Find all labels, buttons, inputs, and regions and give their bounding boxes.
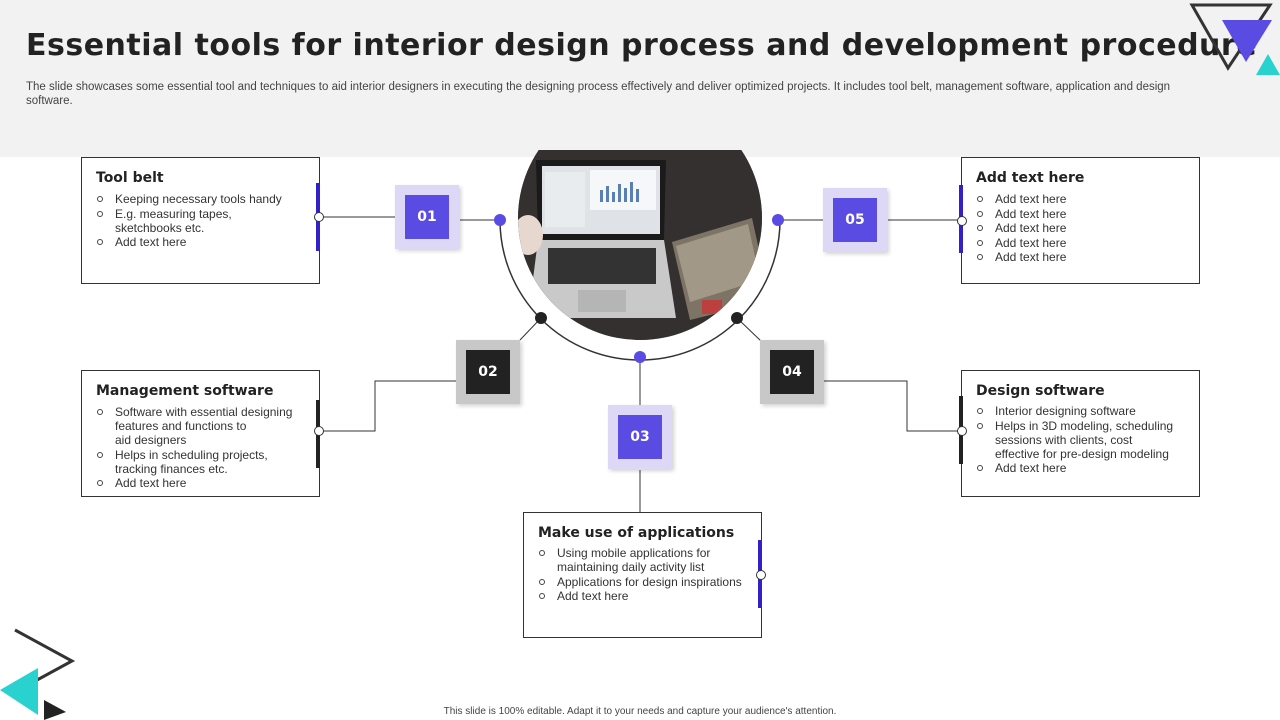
- connector-dot-05: [957, 216, 967, 226]
- list-item: Applications for design inspirations: [538, 575, 742, 589]
- footer-note: This slide is 100% editable. Adapt it to…: [443, 706, 837, 717]
- arc-dot-03: [634, 351, 646, 363]
- list-item: Add text here: [538, 589, 742, 603]
- card-management-software: Management software Software with essent…: [81, 370, 320, 497]
- laptop-photo: [518, 150, 762, 340]
- list-item: Add text here: [976, 250, 1066, 264]
- connector-02-card: [319, 380, 458, 432]
- connector-04-card: [824, 380, 962, 432]
- list-item: Add text here: [976, 221, 1066, 235]
- card-list: Keeping necessary tools handy E.g. measu…: [96, 192, 282, 250]
- badge-01-number: 01: [405, 195, 449, 239]
- badge-03: 03: [608, 405, 672, 469]
- list-item: Using mobile applications for maintainin…: [538, 546, 742, 574]
- list-item: Add text here: [96, 235, 282, 249]
- list-item: Add text here: [976, 207, 1066, 221]
- card-design-software: Design software Interior designing softw…: [961, 370, 1200, 497]
- card-applications: Make use of applications Using mobile ap…: [523, 512, 762, 638]
- connector-dot-01: [314, 212, 324, 222]
- page-title: Essential tools for interior design proc…: [26, 28, 1258, 63]
- list-item: Add text here: [96, 476, 292, 490]
- badge-03-number: 03: [618, 415, 662, 459]
- card-title: Management software: [96, 383, 274, 399]
- card-add-text: Add text here Add text here Add text her…: [961, 157, 1200, 284]
- badge-05-number: 05: [833, 198, 877, 242]
- arc-dot-01: [494, 214, 506, 226]
- list-item: Helps in scheduling projects, tracking f…: [96, 448, 292, 476]
- list-item: E.g. measuring tapes, sketchbooks etc.: [96, 207, 282, 235]
- card-list: Software with essential designing featur…: [96, 405, 292, 491]
- badge-05: 05: [823, 188, 887, 252]
- card-list: Interior designing software Helps in 3D …: [976, 404, 1173, 476]
- connector-dot-04: [957, 426, 967, 436]
- list-item: Add text here: [976, 461, 1173, 475]
- list-item: Helps in 3D modeling, scheduling session…: [976, 419, 1173, 461]
- card-tool-belt: Tool belt Keeping necessary tools handy …: [81, 157, 320, 284]
- card-title: Tool belt: [96, 170, 164, 186]
- list-item: Software with essential designing featur…: [96, 405, 292, 447]
- badge-02-number: 02: [466, 350, 510, 394]
- header-band: Essential tools for interior design proc…: [0, 0, 1280, 157]
- page-subtitle: The slide showcases some essential tool …: [26, 81, 1171, 107]
- card-title: Design software: [976, 383, 1105, 399]
- card-list: Using mobile applications for maintainin…: [538, 546, 742, 604]
- badge-02: 02: [456, 340, 520, 404]
- list-item: Add text here: [976, 236, 1066, 250]
- arc-dot-05: [772, 214, 784, 226]
- connector-dot-02: [314, 426, 324, 436]
- arc-dot-04: [731, 312, 743, 324]
- card-title: Make use of applications: [538, 525, 735, 541]
- connector-dot-03: [756, 570, 766, 580]
- badge-04-number: 04: [770, 350, 814, 394]
- card-list: Add text here Add text here Add text her…: [976, 192, 1066, 265]
- card-title: Add text here: [976, 170, 1085, 186]
- list-item: Keeping necessary tools handy: [96, 192, 282, 206]
- badge-01: 01: [395, 185, 459, 249]
- badge-04: 04: [760, 340, 824, 404]
- list-item: Add text here: [976, 192, 1066, 206]
- list-item: Interior designing software: [976, 404, 1173, 418]
- arc-dot-02: [535, 312, 547, 324]
